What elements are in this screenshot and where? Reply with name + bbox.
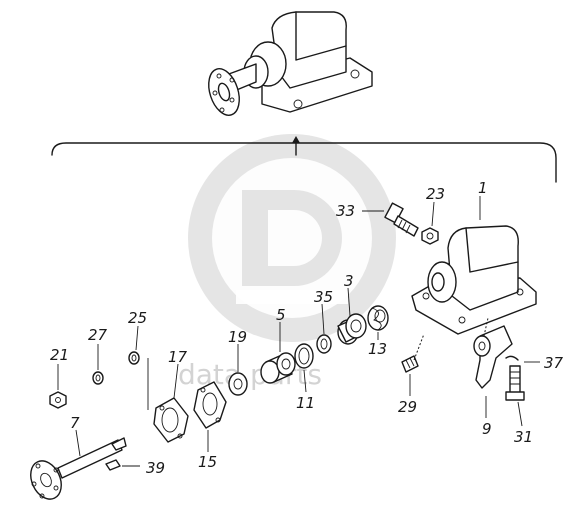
part-number-labels: 1 23 33 3 35 5 25 19 27 21 17 37 13 11 2… <box>50 179 564 477</box>
lever-part-9 <box>473 317 513 389</box>
label-part-13: 13 <box>368 340 387 358</box>
washer-part-27 <box>92 371 104 385</box>
bolt-part-33 <box>384 202 419 237</box>
label-part-3: 3 <box>344 272 354 290</box>
key-part-39 <box>105 459 140 471</box>
label-part-19: 19 <box>228 328 247 346</box>
screw-part-29 <box>401 333 425 373</box>
label-part-9: 9 <box>482 420 492 438</box>
label-part-5: 5 <box>276 306 286 324</box>
assembly-bracket <box>51 136 557 183</box>
bolt-part-31 <box>505 365 525 401</box>
label-part-1: 1 <box>478 179 488 197</box>
label-leaders <box>57 196 523 457</box>
label-part-21: 21 <box>50 346 69 364</box>
nut-part-23 <box>421 227 439 245</box>
nut-part-21 <box>49 391 67 409</box>
gasket-part-15 <box>193 381 227 429</box>
label-part-25: 25 <box>128 309 147 327</box>
label-part-23: 23 <box>426 185 445 203</box>
label-part-29: 29 <box>398 398 417 416</box>
shaft-part-7 <box>30 437 127 500</box>
label-part-11: 11 <box>296 394 315 412</box>
label-part-31: 31 <box>514 428 533 446</box>
housing-part-1 <box>411 225 537 335</box>
bushing-part-5 <box>260 352 296 384</box>
label-part-7: 7 <box>70 414 80 432</box>
label-part-33: 33 <box>336 202 355 220</box>
label-part-15: 15 <box>198 453 217 471</box>
clip-part-37 <box>505 355 540 363</box>
spring-part-13 <box>367 305 389 331</box>
washer-part-19 <box>228 372 248 396</box>
label-part-39: 39 <box>146 459 165 477</box>
sleeve-part-3 <box>337 313 367 345</box>
washer-part-25 <box>128 351 140 365</box>
watermark-logo <box>188 134 396 342</box>
label-part-35: 35 <box>314 288 333 306</box>
washer-part-11 <box>294 343 314 369</box>
label-part-37: 37 <box>544 354 564 372</box>
ring-part-35 <box>316 334 332 354</box>
assembled-unit-illustration <box>208 11 373 116</box>
label-part-27: 27 <box>88 326 108 344</box>
label-part-17: 17 <box>168 348 188 366</box>
